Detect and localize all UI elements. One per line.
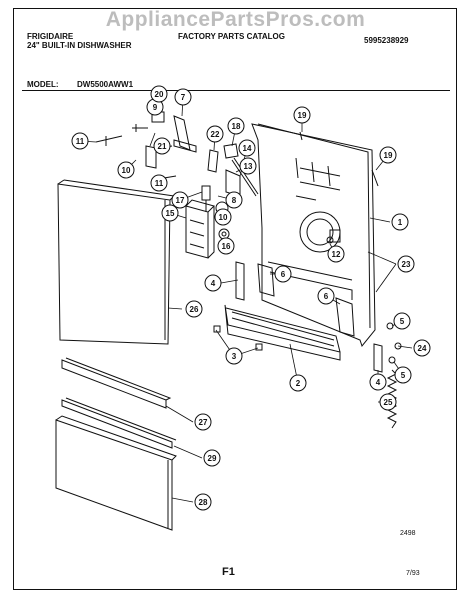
callout-28: 28 xyxy=(199,498,208,507)
callout-1: 1 xyxy=(398,218,403,227)
part-7-bracket xyxy=(173,115,197,153)
page-border xyxy=(13,8,457,590)
callout-23: 23 xyxy=(402,260,411,269)
callout-6a: 6 xyxy=(281,270,286,279)
part-22-clip xyxy=(207,149,219,173)
callout-22: 22 xyxy=(211,130,220,139)
part-4-hinge-arm xyxy=(235,261,383,373)
footer-date: 7/93 xyxy=(406,570,420,577)
callout-11a: 11 xyxy=(76,137,85,146)
callout-10b: 10 xyxy=(219,213,228,222)
part-29-kick-trim xyxy=(61,397,177,449)
drawing-code: 2498 xyxy=(400,530,416,537)
part-11-screw xyxy=(95,135,177,179)
callout-2: 2 xyxy=(296,379,301,388)
part-27-trim-strip xyxy=(61,357,172,409)
callout-bubbles xyxy=(71,85,431,511)
model-number: DW5500AWW1 xyxy=(77,80,134,89)
part-17-switch xyxy=(201,185,211,212)
model-label: MODEL: xyxy=(27,80,59,89)
callout-25: 25 xyxy=(384,398,393,407)
part-16-knob xyxy=(218,228,230,240)
callout-12: 12 xyxy=(332,250,341,259)
callout-8: 8 xyxy=(232,196,237,205)
part-28-toe-kick-panel xyxy=(55,415,177,531)
callout-20: 20 xyxy=(155,90,164,99)
callout-27: 27 xyxy=(199,418,208,427)
callout-21: 21 xyxy=(158,142,167,151)
callout-13: 13 xyxy=(244,162,253,171)
part-14-rod xyxy=(231,157,259,197)
part-1-inner-door-panel xyxy=(251,123,376,348)
callout-6b: 6 xyxy=(324,292,329,301)
part-12-grommet xyxy=(326,236,334,244)
part-26-outer-door-panel xyxy=(57,179,176,345)
callout-14: 14 xyxy=(243,144,252,153)
callout-17: 17 xyxy=(176,196,185,205)
catalog-number: 5995238929 xyxy=(364,36,409,45)
callout-7: 7 xyxy=(181,93,186,102)
callout-11b: 11 xyxy=(155,179,164,188)
header-rule xyxy=(22,90,450,91)
part-2-lower-rail xyxy=(224,304,341,361)
part-19-screw xyxy=(299,131,379,187)
part-15-control-box xyxy=(185,199,215,259)
callout-15: 15 xyxy=(166,209,175,218)
part-6-hinge-bracket xyxy=(257,263,355,337)
callout-24: 24 xyxy=(418,344,427,353)
callout-4a: 4 xyxy=(211,279,216,288)
part-18-clip xyxy=(223,143,239,159)
brand-label: FRIGIDAIRE xyxy=(27,32,74,41)
part-8-hinge-plate xyxy=(145,145,157,169)
callout-19a: 19 xyxy=(298,111,307,120)
callout-19b: 19 xyxy=(384,151,393,160)
callout-16: 16 xyxy=(222,242,231,251)
catalog-title: FACTORY PARTS CATALOG xyxy=(178,32,285,41)
callout-18: 18 xyxy=(232,122,241,131)
callout-10a: 10 xyxy=(122,166,131,175)
product-label: 24" BUILT-IN DISHWASHER xyxy=(27,41,132,50)
callout-9: 9 xyxy=(153,103,158,112)
part-24-washer xyxy=(394,342,402,350)
callout-4b: 4 xyxy=(376,378,381,387)
page-label: F1 xyxy=(222,566,235,578)
callout-5a: 5 xyxy=(400,317,405,326)
watermark: AppliancePartsPros.com xyxy=(105,8,366,31)
callout-3: 3 xyxy=(232,352,237,361)
callout-29: 29 xyxy=(208,454,217,463)
part-9-screw xyxy=(132,124,148,132)
callout-5b: 5 xyxy=(401,371,406,380)
part-5-screw xyxy=(386,322,396,364)
part-25-door-spring xyxy=(386,369,398,429)
callout-26: 26 xyxy=(190,305,199,314)
